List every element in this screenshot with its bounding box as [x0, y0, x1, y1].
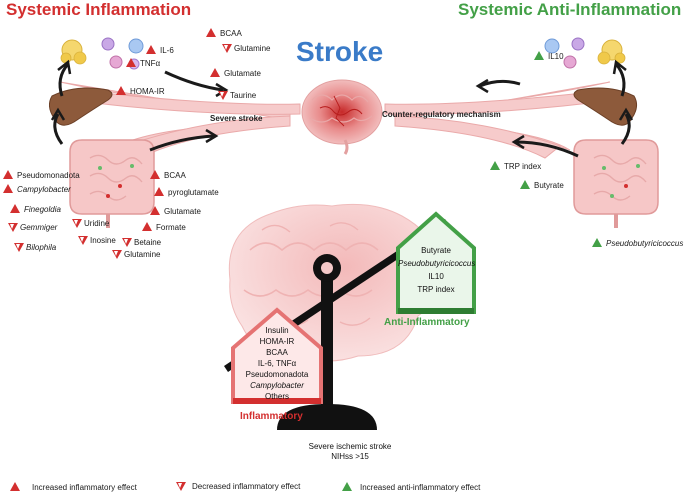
marker-inosine: Inosine: [78, 236, 116, 246]
inflammatory-item: IL-6, TNFα: [257, 359, 297, 368]
increased-anti-inflammatory-icon: [490, 161, 500, 170]
increased-inflammatory-icon: [210, 68, 220, 77]
decreased-inflammatory-icon: [122, 238, 132, 247]
label-severe-stroke: Severe stroke: [210, 114, 263, 123]
increased-inflammatory-icon: [154, 187, 164, 196]
marker-pseudobutyricicoccus: Pseudobutyricicoccus: [592, 238, 683, 249]
increased-inflammatory-icon: [206, 28, 216, 37]
marker-glutamine-gut: Glutamine: [112, 250, 160, 260]
increased-inflammatory-icon: [10, 482, 20, 491]
inflammatory-item: Insulin: [265, 326, 289, 335]
inflammatory-item: HOMA-IR: [259, 337, 295, 346]
stroke-brain: [301, 79, 383, 155]
marker-tnfa: TNFα: [126, 58, 160, 69]
title-stroke: Stroke: [296, 36, 384, 67]
decreased-inflammatory-icon: [78, 236, 88, 245]
right-cell-clusters: [544, 37, 626, 69]
marker-finegoldia: Finegoldia: [10, 204, 61, 215]
increased-inflammatory-icon: [146, 45, 156, 54]
inflammatory-item: Pseudomonadota: [245, 370, 309, 379]
inflammatory-item: Others: [264, 392, 289, 401]
increased-anti-inflammatory-icon: [592, 238, 602, 247]
decreased-inflammatory-icon: [112, 250, 122, 259]
decreased-inflammatory-icon: [176, 482, 186, 491]
left-cell-clusters: [60, 37, 144, 70]
severity-line-2: NIHss >15: [331, 452, 369, 461]
marker-il10: IL10: [534, 51, 564, 62]
anti-inflammatory-box-shape: [396, 211, 476, 314]
marker-glutamate-gut: Glutamate: [150, 206, 201, 217]
right-gut: [573, 139, 659, 228]
increased-anti-inflammatory-icon: [534, 51, 544, 60]
marker-bcaa-top: BCAA: [206, 28, 242, 39]
title-systemic-inflammation: Systemic Inflammation: [6, 0, 192, 19]
increased-inflammatory-icon: [116, 86, 126, 95]
marker-il6: IL-6: [146, 45, 174, 56]
decreased-inflammatory-icon: [14, 243, 24, 252]
marker-homa-ir: HOMA-IR: [116, 86, 165, 97]
decreased-inflammatory-icon: [8, 223, 18, 232]
increased-inflammatory-icon: [126, 58, 136, 67]
increased-inflammatory-icon: [10, 204, 20, 213]
right-liver: [573, 87, 638, 126]
inflammatory-item: BCAA: [266, 348, 288, 357]
inflammatory-item: Campylobacter: [250, 381, 304, 390]
left-gut: [69, 139, 155, 228]
increased-inflammatory-icon: [150, 170, 160, 179]
inflammatory-list: Insulin HOMA-IR BCAA IL-6, TNFα Pseudomo…: [233, 325, 321, 402]
severity-line-1: Severe ischemic stroke: [308, 442, 392, 451]
marker-bcaa-gut: BCAA: [150, 170, 186, 181]
anti-inflammatory-title: Anti-Inflammatory: [384, 317, 470, 328]
marker-butyrate: Butyrate: [520, 180, 564, 191]
increased-inflammatory-icon: [142, 222, 152, 231]
severity-caption: Severe ischemic stroke NIHss >15: [300, 442, 400, 462]
anti-item: Butyrate: [421, 246, 451, 255]
anti-item: TRP index: [417, 285, 455, 294]
blood-vessels: [59, 81, 615, 159]
anti-item: Pseudobutyricicoccus: [398, 259, 476, 268]
decreased-inflammatory-icon: [218, 91, 228, 100]
marker-pseudomonadota: Pseudomonadota: [3, 170, 80, 181]
marker-pyroglutamate: pyroglutamate: [154, 187, 219, 198]
inflammatory-title: Inflammatory: [240, 411, 303, 422]
increased-anti-inflammatory-icon: [342, 482, 352, 491]
marker-betaine: Betaine: [122, 238, 161, 248]
marker-glutamine-top: Glutamine: [222, 44, 270, 54]
anti-item: IL10: [428, 272, 444, 281]
marker-formate: Formate: [142, 222, 186, 233]
increased-anti-inflammatory-icon: [520, 180, 530, 189]
decreased-inflammatory-icon: [72, 219, 82, 228]
legend-decreased-inflammatory: Decreased inflammatory effect: [176, 482, 300, 491]
left-liver: [48, 87, 113, 126]
anti-inflammatory-list: Butyrate Pseudobutyricicoccus IL10 TRP i…: [398, 244, 476, 296]
marker-gemmiger: Gemmiger: [8, 223, 57, 233]
increased-inflammatory-icon: [150, 206, 160, 215]
marker-trp-index: TRP index: [490, 161, 541, 172]
label-counter-regulatory: Counter-regulatory mechanism: [382, 110, 501, 119]
marker-glutamate-top: Glutamate: [210, 68, 261, 79]
marker-taurine: Taurine: [218, 91, 256, 101]
decreased-inflammatory-icon: [222, 44, 232, 53]
marker-uridine: Uridine: [72, 219, 109, 229]
legend-increased-inflammatory: Increased inflammatory effect: [10, 482, 137, 492]
inflammatory-box-shape: [231, 307, 323, 404]
increased-inflammatory-icon: [3, 170, 13, 179]
increased-inflammatory-icon: [3, 184, 13, 193]
marker-campylobacter: Campylobacter: [3, 184, 71, 195]
legend-increased-anti: Increased anti-inflammatory effect: [342, 482, 480, 492]
marker-bilophila: Bilophila: [14, 243, 56, 253]
flow-arrows: [50, 59, 634, 158]
title-systemic-anti-inflammation: Systemic Anti-Inflammation: [458, 0, 682, 19]
